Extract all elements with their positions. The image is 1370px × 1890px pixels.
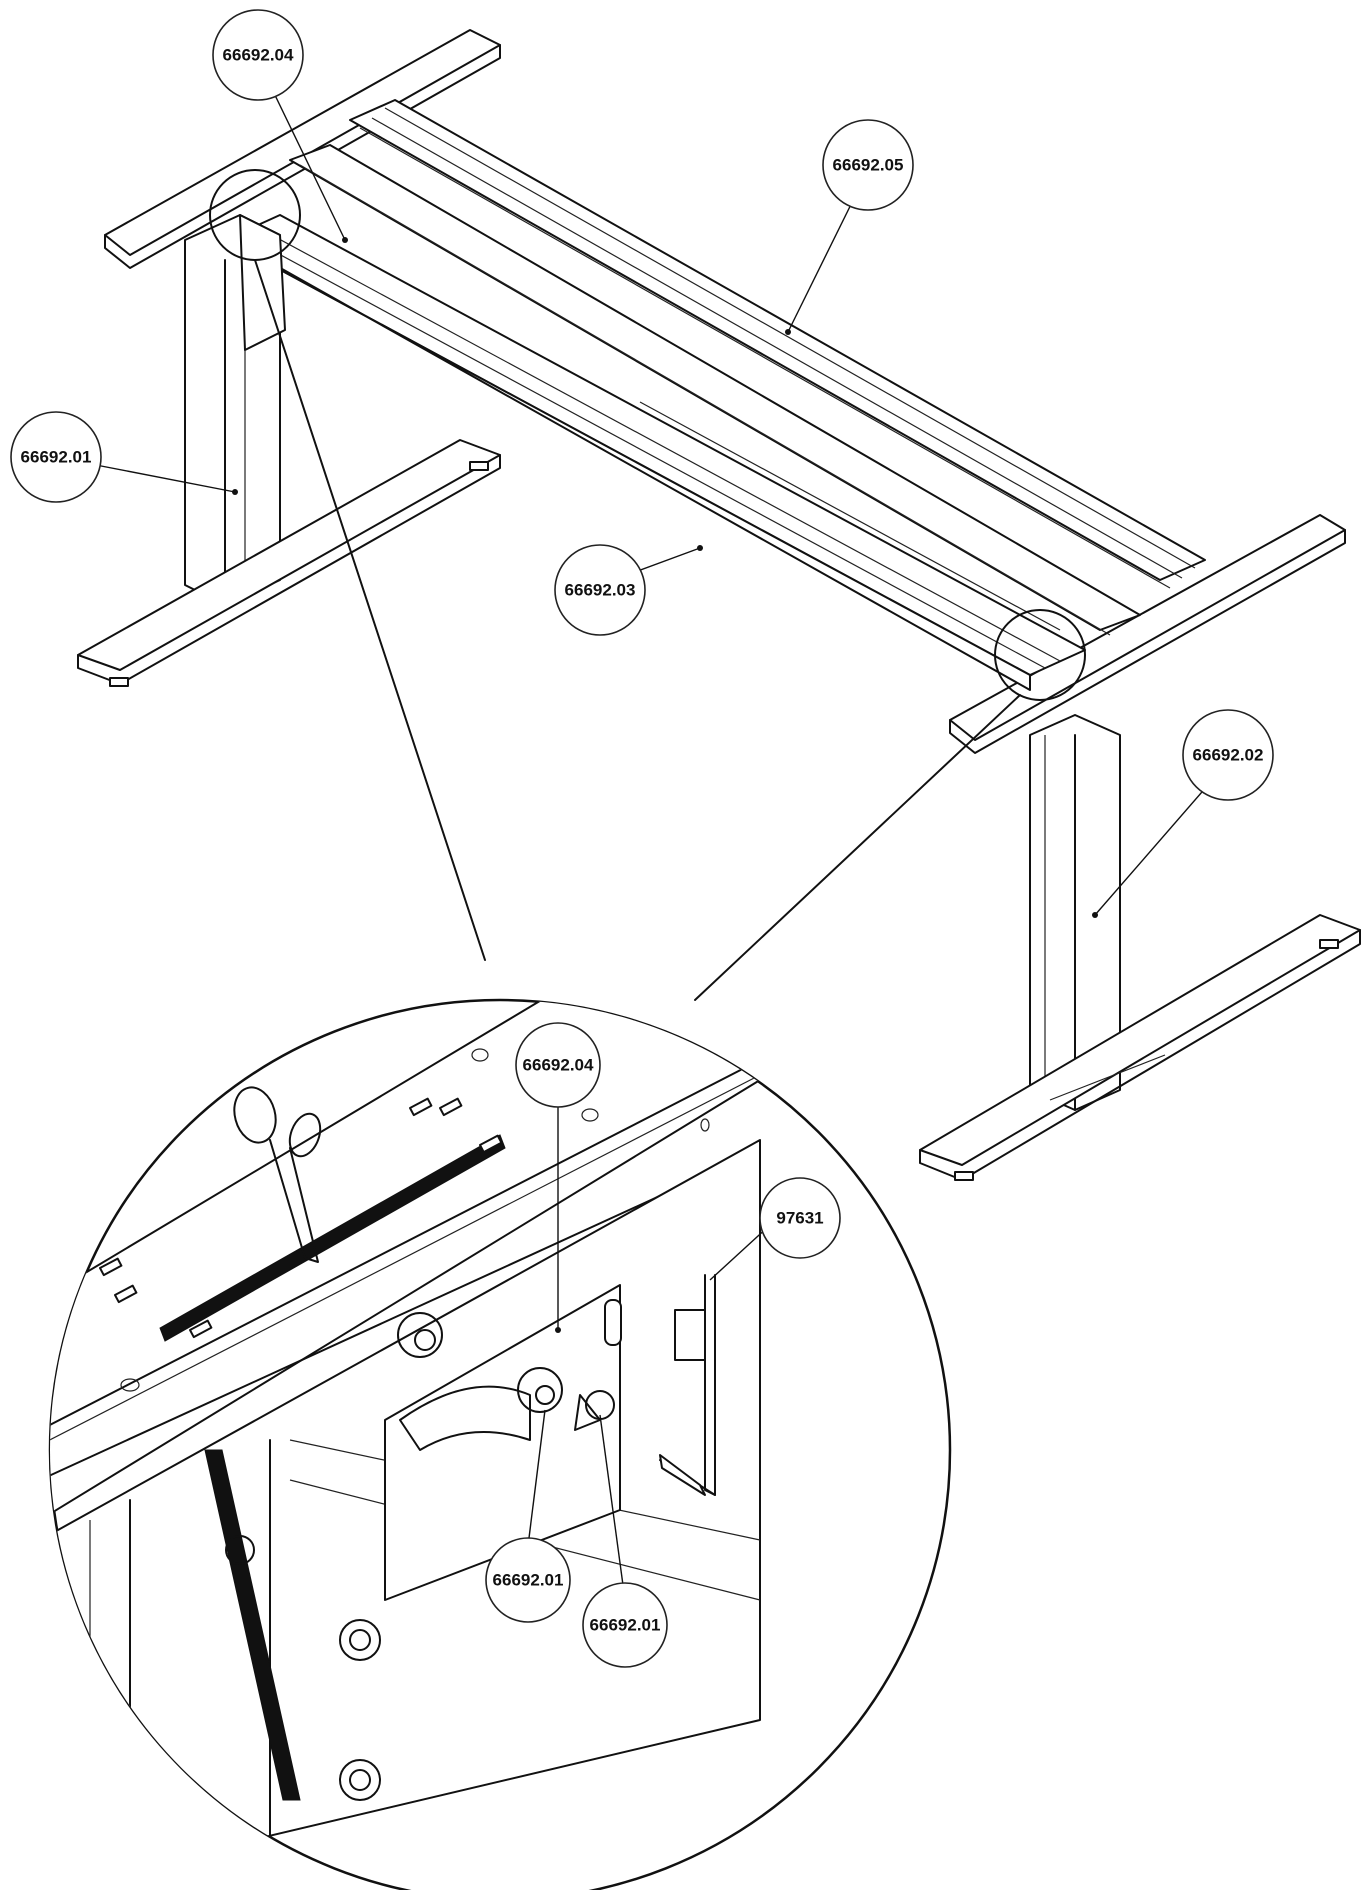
callout-c5: 66692.02 [1182,709,1274,801]
callout-label-c9: 66692.01 [590,1616,661,1635]
scissors-icon [233,1086,322,1263]
callout-label-c6: 66692.04 [523,1056,594,1075]
callout-c8: 66692.01 [485,1537,571,1623]
zoom-leaders [254,259,1021,1001]
callout-label-c5: 66692.02 [1193,746,1264,765]
callout-c6: 66692.04 [515,1022,601,1108]
callout-label-c7: 97631 [776,1209,823,1228]
zoom-detail [48,998,952,1890]
desk-frame [77,29,1361,1181]
callout-label-c2: 66692.05 [833,156,904,175]
callout-c7: 97631 [759,1177,841,1259]
callout-label-c1: 66692.04 [223,46,294,65]
callout-c9: 66692.01 [582,1582,668,1668]
callout-c3: 66692.01 [10,411,102,503]
callout-label-c8: 66692.01 [493,1571,564,1590]
callout-c4: 66692.03 [554,544,646,636]
callout-c2: 66692.05 [822,119,914,211]
callout-label-c4: 66692.03 [565,581,636,600]
callout-label-c3: 66692.01 [21,448,92,467]
callout-c1: 66692.04 [212,9,304,101]
